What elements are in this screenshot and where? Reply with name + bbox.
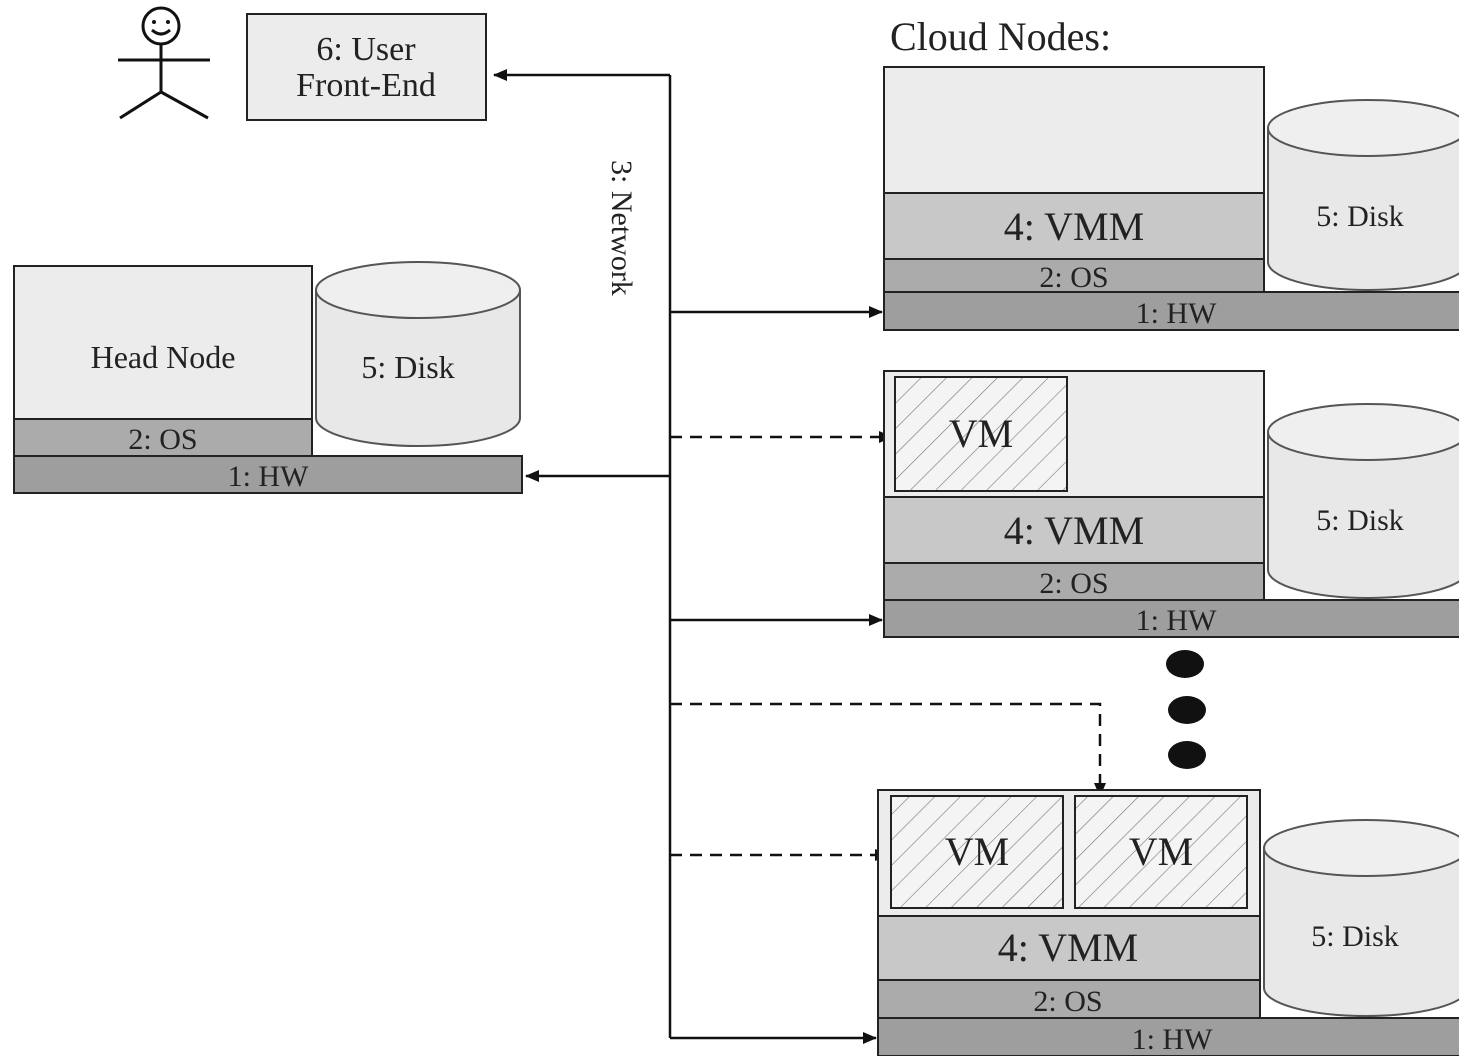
user-front-end: 6: User Front-End xyxy=(246,13,487,121)
cloud-node-3-vm-2: VM xyxy=(1074,795,1248,909)
head-node-title: Head Node xyxy=(91,339,236,375)
head-node-os: 2: OS xyxy=(128,423,197,456)
cloud-node-2-os: 2: OS xyxy=(1039,567,1108,600)
user-icon xyxy=(118,6,210,120)
user-front-end-line1: 6: User xyxy=(316,31,416,68)
cloud-node-3-vm-1: VM xyxy=(890,795,1064,909)
ellipsis-dot xyxy=(1168,696,1206,724)
cloud-node-2-disk: 5: Disk xyxy=(1267,403,1459,599)
ellipsis-dot xyxy=(1166,650,1204,678)
cloud-node-1: 5: Disk 4: VMM 2: OS 1: HW xyxy=(883,66,1459,331)
cloud-node-1-vmm: 4: VMM xyxy=(1004,204,1144,249)
head-node: 5: Disk Head Node 2: OS 1: HW xyxy=(13,261,523,494)
ellipsis-dot xyxy=(1168,741,1206,769)
cloud-node-3: 5: Disk VM VM 4: VMM 2: OS 1: HW xyxy=(877,789,1459,1056)
more-nodes-ellipsis xyxy=(1166,650,1206,769)
head-node-disk: 5: Disk xyxy=(315,261,521,447)
cloud-node-3-disk-label: 5: Disk xyxy=(1311,920,1399,953)
cloud-node-1-hw: 1: HW xyxy=(1136,297,1218,330)
cloud-node-3-vmm: 4: VMM xyxy=(998,925,1138,970)
cloud-node-1-os: 2: OS xyxy=(1039,261,1108,294)
cloud-node-3-vm-2-label: VM xyxy=(1129,829,1193,874)
cloud-node-1-disk: 5: Disk xyxy=(1267,99,1459,291)
head-node-hw: 1: HW xyxy=(228,460,310,493)
cloud-node-2-disk-label: 5: Disk xyxy=(1316,504,1404,537)
cloud-node-2-hw: 1: HW xyxy=(1136,604,1218,637)
cloud-node-3-vm-1-label: VM xyxy=(945,829,1009,874)
cloud-node-3-os: 2: OS xyxy=(1033,985,1102,1018)
cloud-nodes-title: Cloud Nodes: xyxy=(890,14,1111,59)
cloud-node-2-vm-1-label: VM xyxy=(949,411,1013,456)
head-node-disk-label: 5: Disk xyxy=(361,349,454,385)
network-links xyxy=(493,69,1106,1044)
cloud-node-2-vm-1: VM xyxy=(894,376,1068,492)
cloud-node-2: 5: Disk VM 4: VMM 2: OS 1: HW xyxy=(883,370,1459,638)
cloud-node-1-disk-label: 5: Disk xyxy=(1316,200,1404,233)
cloud-node-3-hw: 1: HW xyxy=(1132,1023,1214,1056)
network-label: 3: Network xyxy=(605,160,638,296)
cloud-node-3-disk: 5: Disk xyxy=(1263,819,1459,1017)
user-front-end-line2: Front-End xyxy=(296,67,436,104)
cloud-node-2-vmm: 4: VMM xyxy=(1004,508,1144,553)
